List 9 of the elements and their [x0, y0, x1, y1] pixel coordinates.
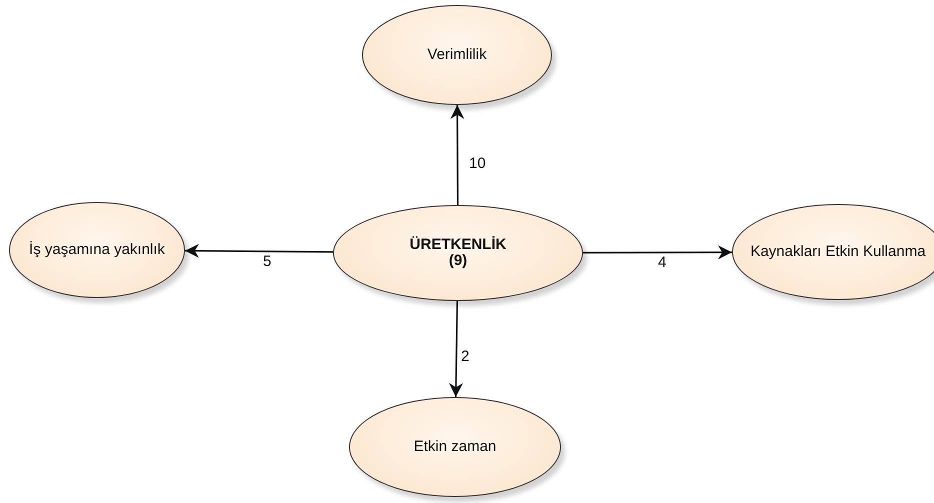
- node-label: Etkin zaman: [414, 438, 496, 456]
- node-label: Verimlilik: [427, 46, 487, 64]
- node-label: ÜRETKENLİK (9): [408, 236, 508, 270]
- arrow: [184, 244, 334, 258]
- node-label: İş yaşamına yakınlık: [29, 242, 165, 258]
- arrow: [450, 105, 464, 205]
- arrow: [583, 245, 732, 260]
- arrow: [449, 300, 463, 398]
- node-label: Kaynakları Etkin Kullanma: [750, 244, 926, 260]
